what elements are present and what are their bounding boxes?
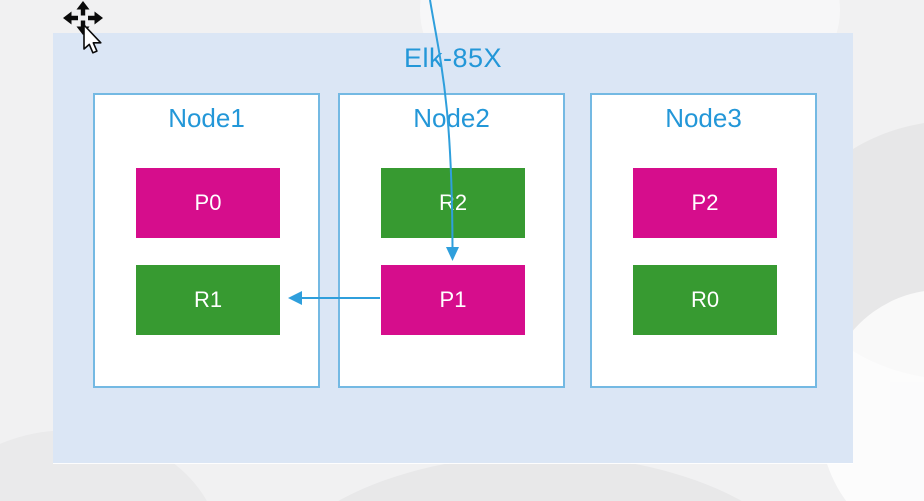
node-box-node2[interactable]: Node2 R2 P1 — [338, 93, 565, 388]
node-box-node3[interactable]: Node3 P2 R0 — [590, 93, 817, 388]
block-r0[interactable]: R0 — [633, 265, 777, 335]
block-p2[interactable]: P2 — [633, 168, 777, 238]
node-label: Node1 — [168, 103, 245, 133]
block-p1[interactable]: P1 — [381, 265, 525, 335]
elk-container[interactable]: Elk-85X Node1 P0 R1 Node2 R2 P1 Node3 P2… — [53, 33, 853, 463]
node-box-node1[interactable]: Node1 P0 R1 — [93, 93, 320, 388]
node-label: Node3 — [665, 103, 742, 133]
block-r1[interactable]: R1 — [136, 265, 280, 335]
diagram-title: Elk-85X — [403, 43, 503, 73]
block-p0[interactable]: P0 — [136, 168, 280, 238]
block-r2[interactable]: R2 — [381, 168, 525, 238]
node-label: Node2 — [413, 103, 490, 133]
